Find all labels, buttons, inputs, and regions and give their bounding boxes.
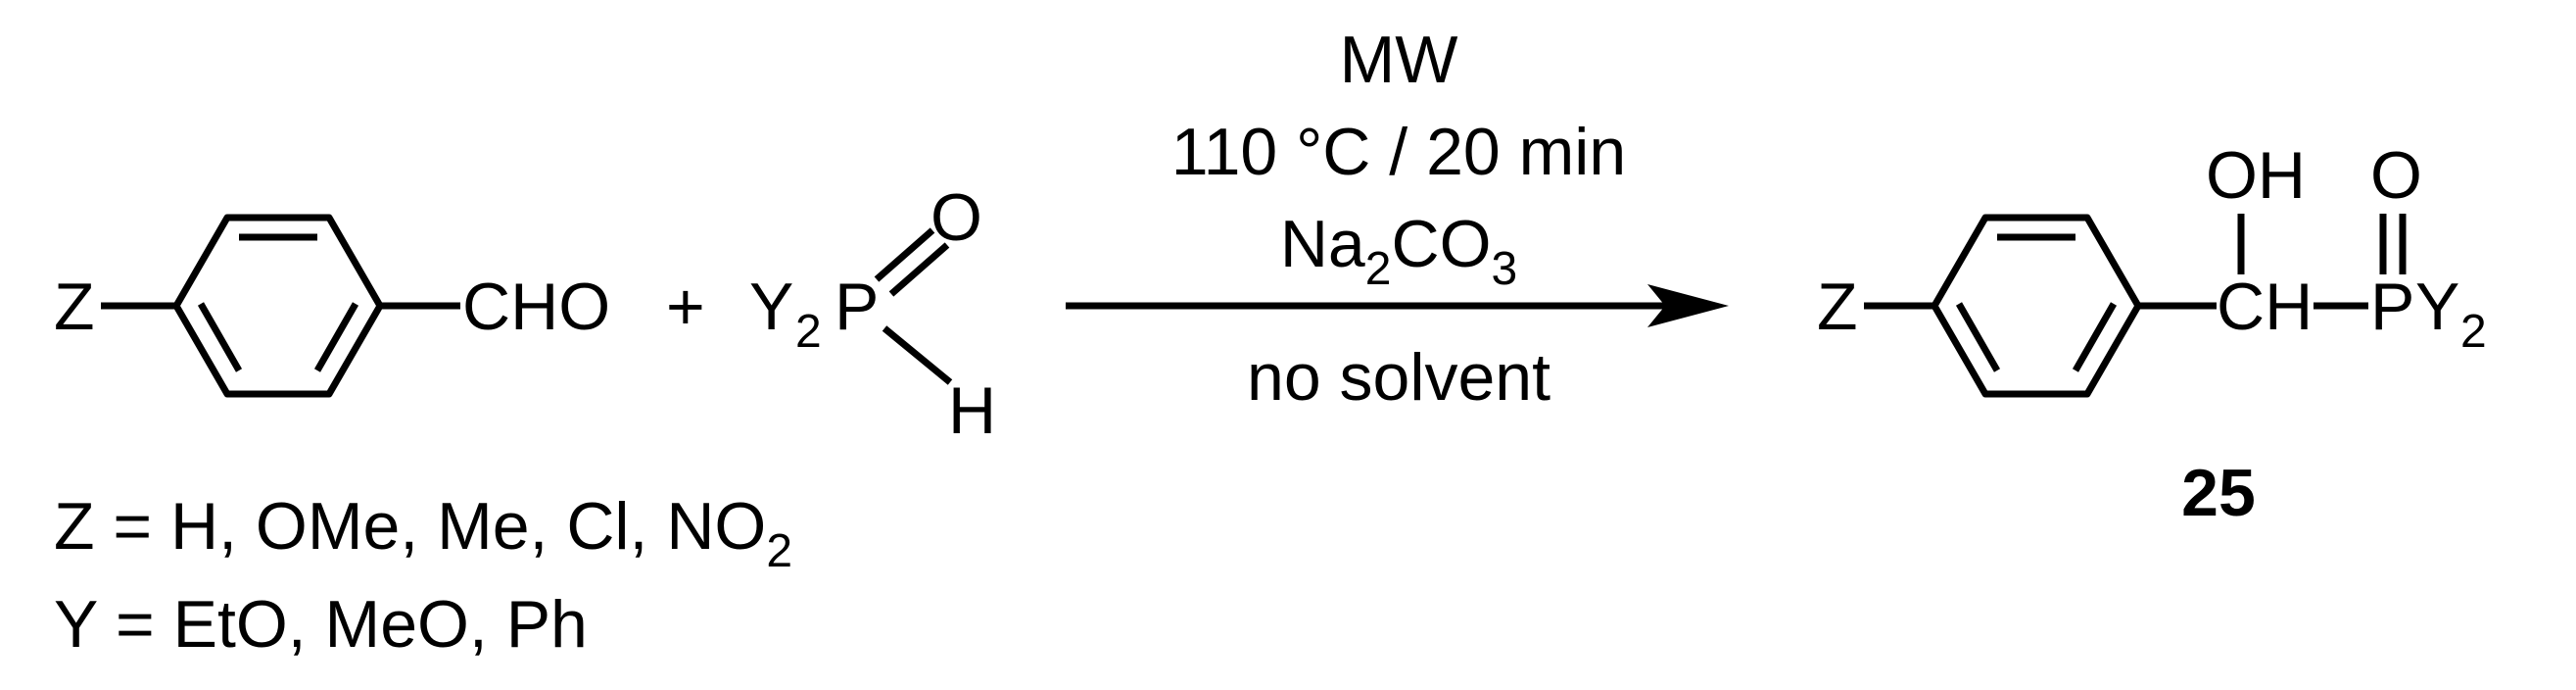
y-definition: Y = EtO, MeO, Ph (54, 587, 588, 662)
reaction-arrow-head (1647, 284, 1729, 327)
condition-base: Na2CO3 (1280, 207, 1517, 295)
condition-no-solvent: no solvent (1247, 340, 1550, 415)
reagent-p-h-bond (882, 325, 953, 385)
product-ring-double-bond (1955, 302, 2001, 372)
product-y-subscript: 2 (2460, 306, 2487, 358)
reagent-p-o-double-bond (888, 242, 950, 297)
condition-mw: MW (1340, 23, 1458, 97)
substituent-definitions: Z = H, OMe, Me, Cl, NO2 Y = EtO, MeO, Ph (54, 489, 792, 662)
reagent-o-label: O (930, 180, 982, 255)
product-ch-label: CH (2217, 270, 2313, 344)
product-benzene-ring (1931, 214, 2142, 398)
reagent-y-label: Y (749, 270, 793, 344)
reagent-p-o-double-bond (874, 227, 935, 282)
reaction-arrow-group: MW 110 °C / 20 min Na2CO3 no solvent (1066, 23, 1729, 415)
product-o-label: O (2370, 138, 2422, 213)
aldehyde-ring-double-bond (313, 302, 359, 372)
product-oh-label: OH (2206, 138, 2306, 213)
reagent-h-label: H (948, 373, 996, 448)
phosphorus-reagent-structure: Y 2 P O H (749, 180, 996, 448)
reagent-y-subscript: 2 (795, 306, 822, 358)
aldehyde-ring-double-bond (197, 302, 243, 372)
benzaldehyde-structure: Z CHO (54, 214, 610, 398)
product-y-label: Y (2415, 270, 2459, 344)
condition-temperature-time: 110 °C / 20 min (1171, 115, 1626, 189)
aldehyde-z-label: Z (54, 270, 95, 344)
aldehyde-cho-label: CHO (462, 270, 610, 344)
compound-number: 25 (2181, 456, 2256, 530)
product-ring-double-bond (2072, 302, 2118, 372)
product-z-label: Z (1817, 270, 1858, 344)
product-p-label: P (2370, 270, 2414, 344)
plus-sign: + (666, 270, 705, 344)
reagent-p-label: P (835, 270, 879, 344)
product-structure: Z OH CH P Y 2 O 25 (1817, 138, 2487, 530)
aldehyde-benzene-ring (172, 214, 384, 398)
z-definition: Z = H, OMe, Me, Cl, NO2 (54, 489, 792, 577)
